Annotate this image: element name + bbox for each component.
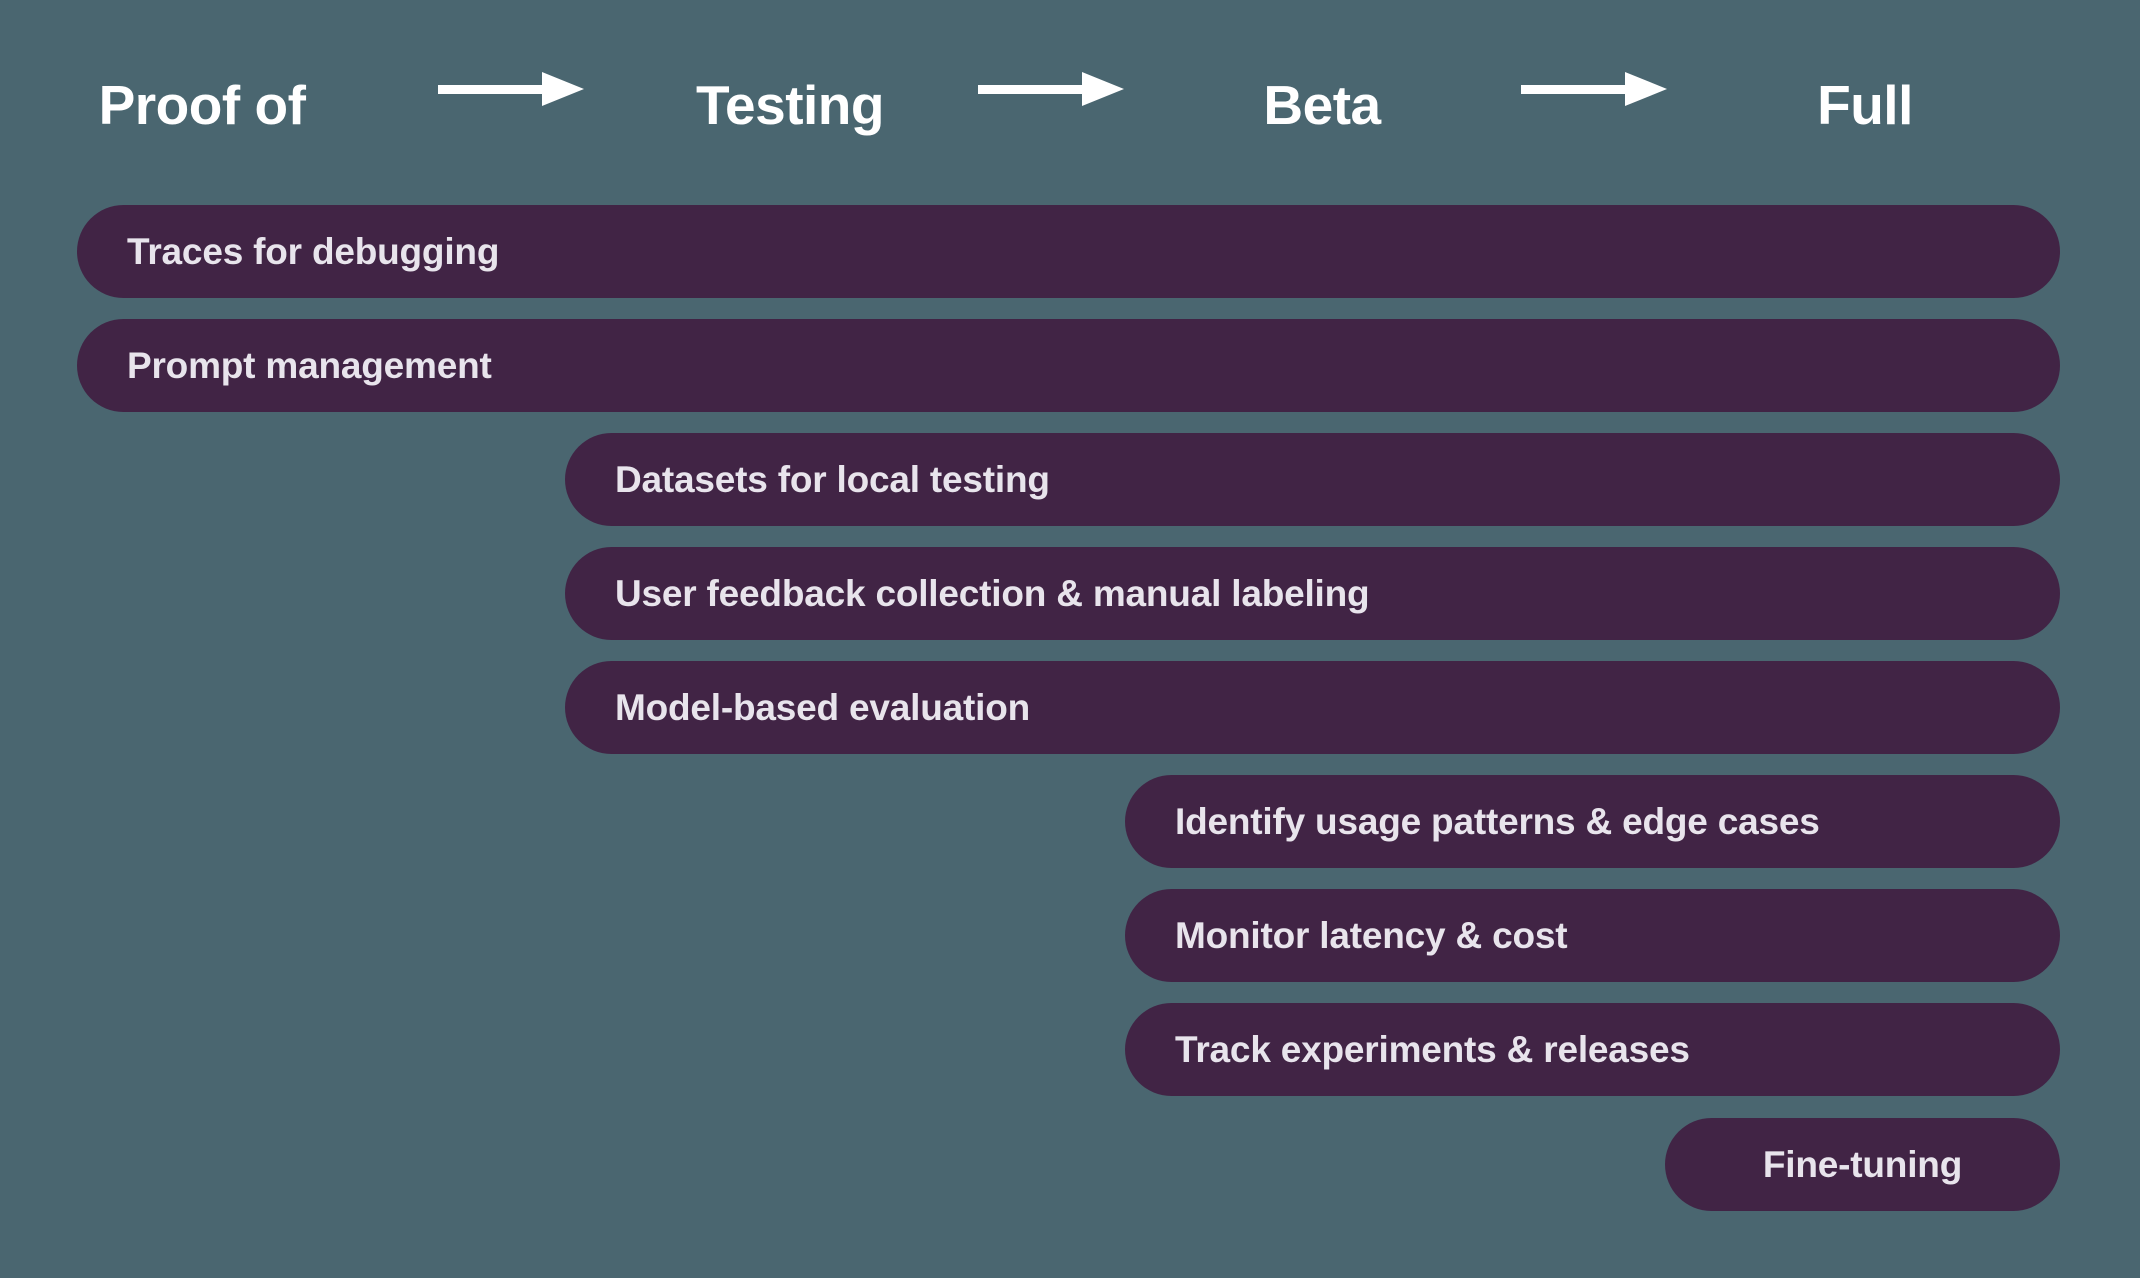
capability-pill-label: User feedback collection & manual labeli… bbox=[615, 573, 1370, 614]
stage-label-line1: Testing bbox=[696, 73, 884, 136]
capability-pill[interactable]: Datasets for local testing bbox=[565, 433, 2060, 526]
capability-pill-label: Fine-tuning bbox=[1762, 1144, 1963, 1185]
stage-label-line1: Full bbox=[1817, 73, 1913, 136]
capability-pill-label: Monitor latency & cost bbox=[1175, 915, 1568, 956]
capability-pill[interactable]: User feedback collection & manual labeli… bbox=[565, 547, 2060, 640]
stage-header-row: Proof of concept Testing & staging Beta … bbox=[0, 0, 2140, 256]
arrow-right-icon bbox=[438, 72, 584, 106]
capability-pill[interactable]: Track experiments & releases bbox=[1125, 1003, 2060, 1096]
capability-pill[interactable]: Identify usage patterns & edge cases bbox=[1125, 775, 2060, 868]
capability-pill[interactable]: Prompt management bbox=[77, 319, 2060, 412]
capability-pill[interactable]: Traces for debugging bbox=[77, 205, 2060, 298]
capability-pill-label: Identify usage patterns & edge cases bbox=[1175, 801, 1820, 842]
capability-pill-label: Datasets for local testing bbox=[615, 459, 1050, 500]
arrow-right-icon bbox=[978, 72, 1124, 106]
capability-pill-label: Track experiments & releases bbox=[1175, 1029, 1690, 1070]
arrow-right-icon bbox=[1521, 72, 1667, 106]
capability-pill[interactable]: Model-based evaluation bbox=[565, 661, 2060, 754]
capability-pill-label: Model-based evaluation bbox=[615, 687, 1031, 728]
capability-pill[interactable]: Fine-tuning bbox=[1665, 1118, 2060, 1211]
capability-pill-label: Prompt management bbox=[127, 345, 492, 386]
stage-label-line1: Proof of bbox=[98, 73, 306, 136]
stage-label-line1: Beta bbox=[1263, 73, 1381, 136]
capability-pill[interactable]: Monitor latency & cost bbox=[1125, 889, 2060, 982]
capability-pill-label: Traces for debugging bbox=[127, 231, 500, 272]
